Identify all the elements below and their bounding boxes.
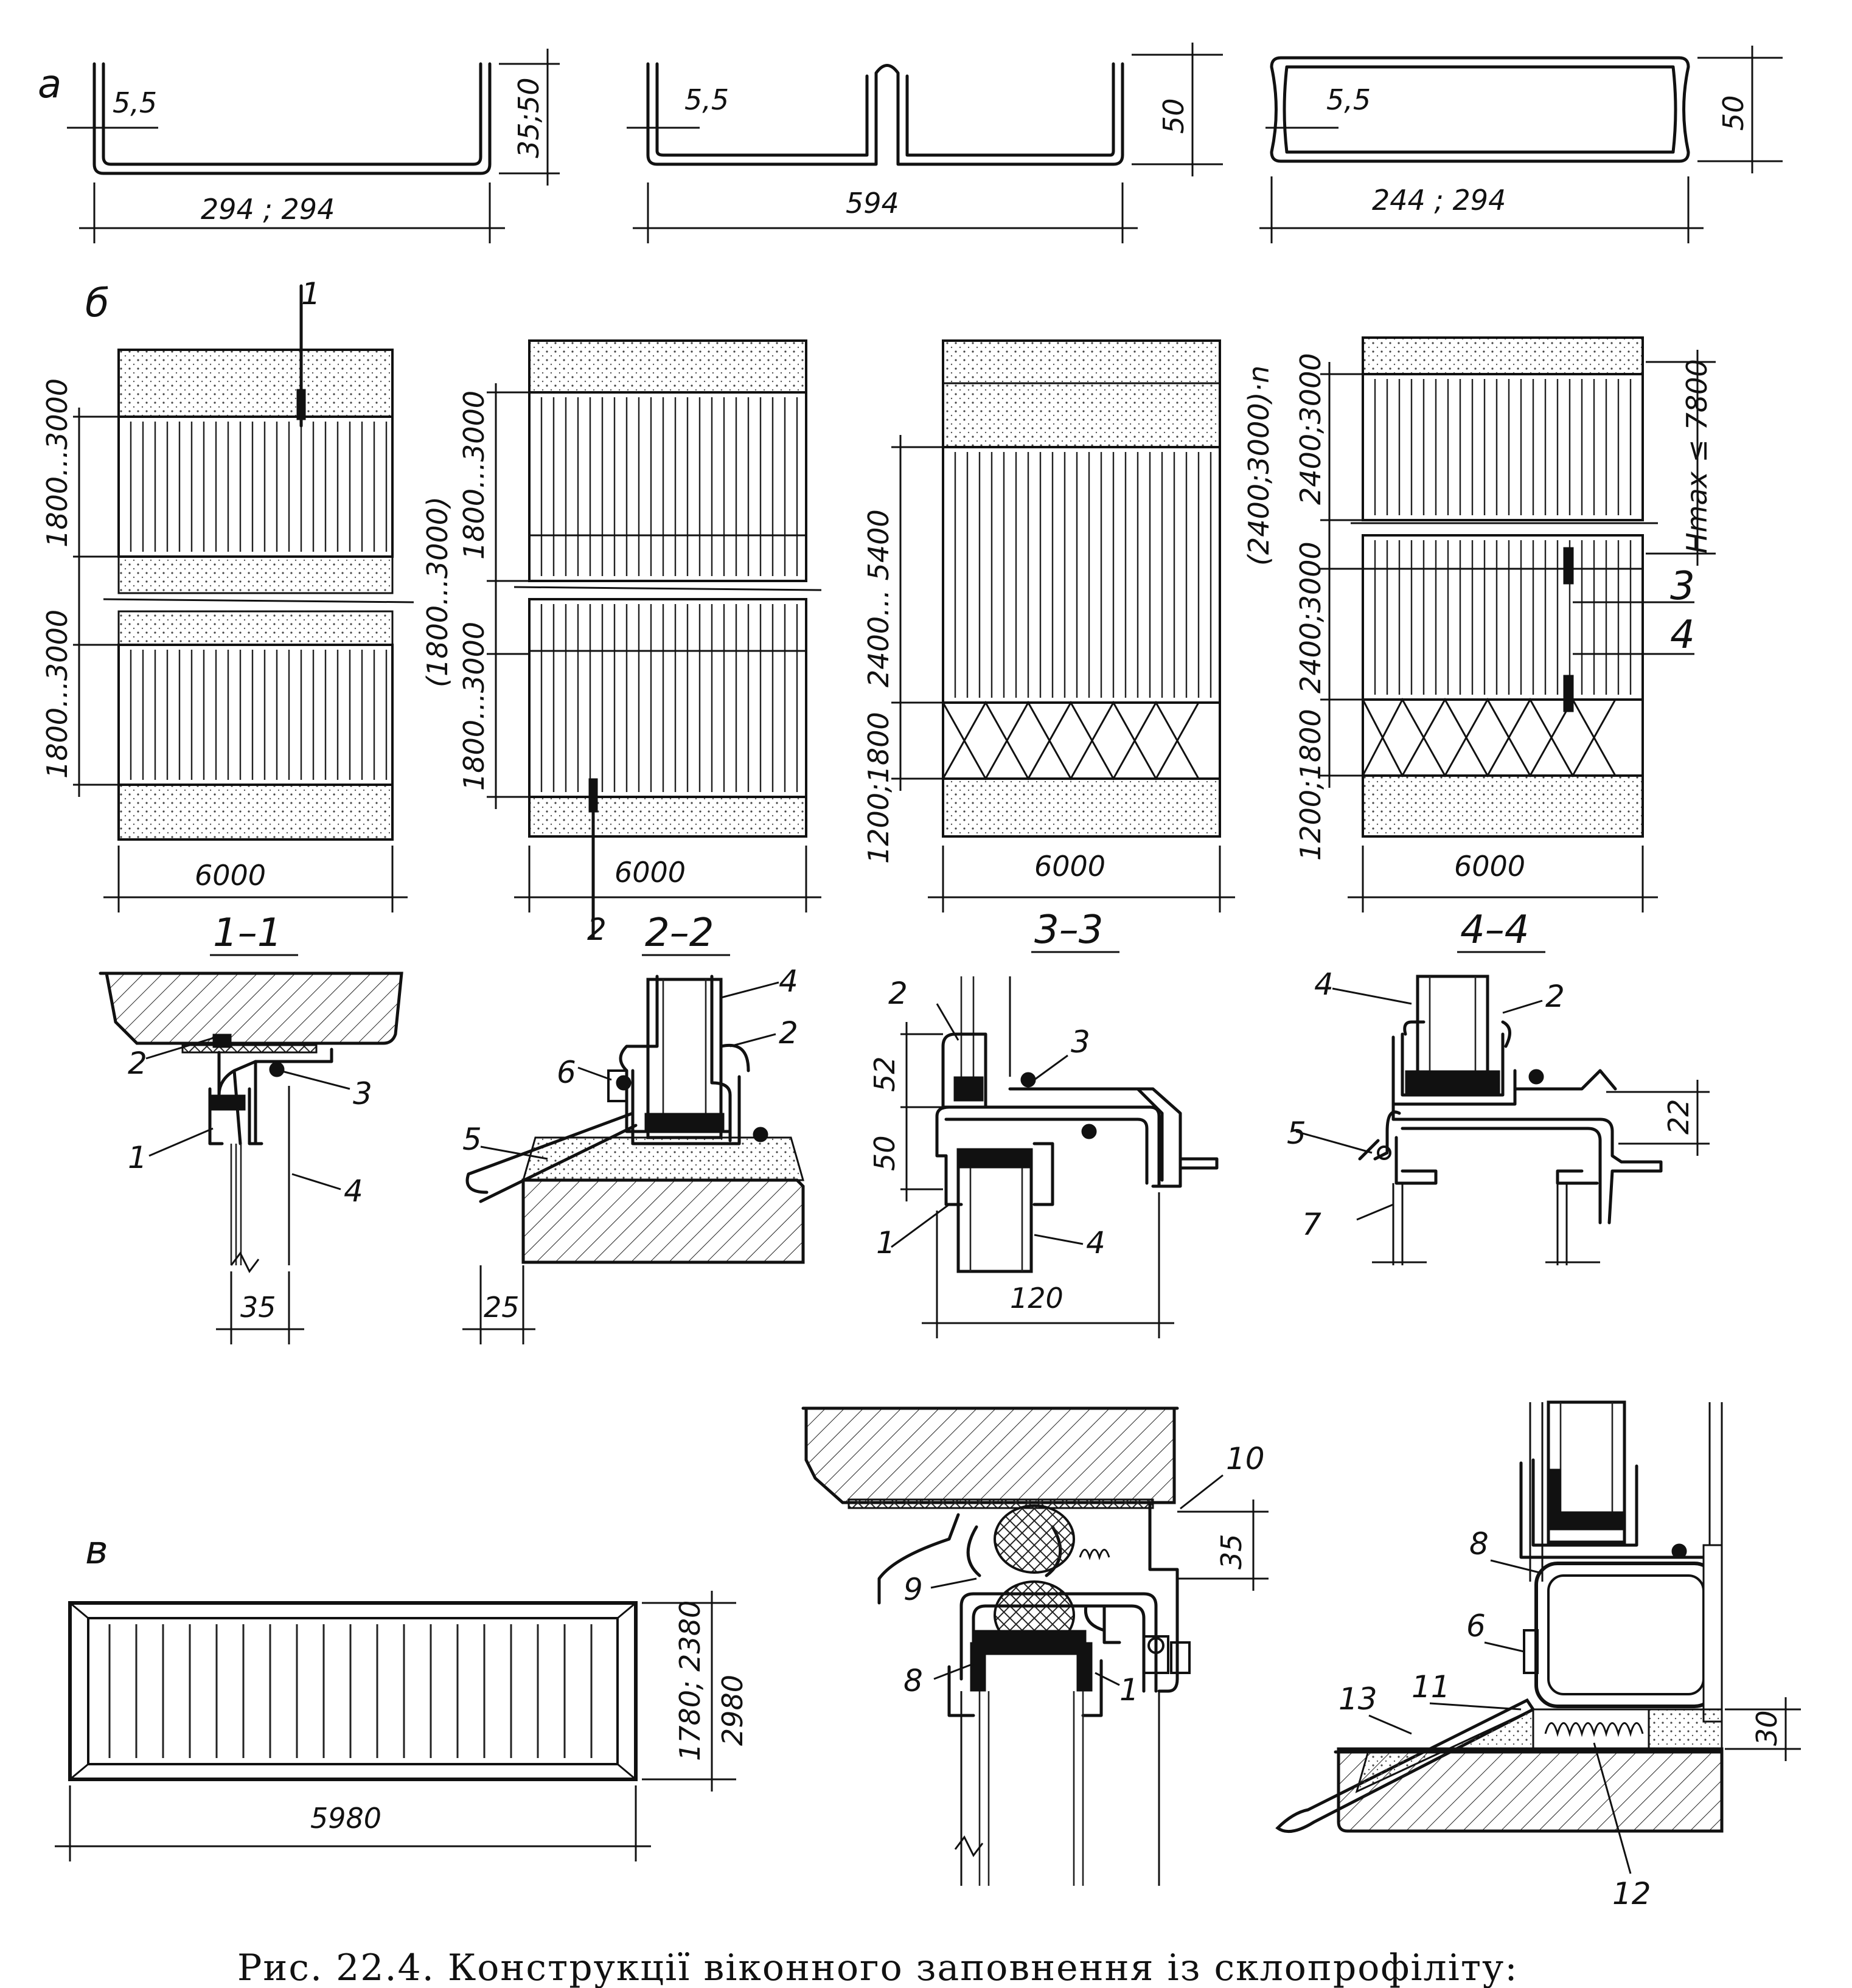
elev4-cut-3: 3 <box>1670 564 1695 609</box>
elev4-tier-lower: 2400;3000 <box>1294 541 1327 693</box>
profile-channel: 5,5 294 ; 294 35;50 <box>67 49 560 243</box>
ribbed-thickness: 5,5 <box>684 83 729 116</box>
detail-bottom-callout-8: 8 <box>1469 1526 1489 1562</box>
elev3-base: 1200;1800 <box>862 712 895 864</box>
elev2-tier-upper: 1800...3000 <box>458 391 490 560</box>
detail-bottom-callout-6: 6 <box>1466 1608 1486 1644</box>
section-2-2: 2–2 6 4 2 5 25 <box>462 911 805 1344</box>
channel-height: 35;50 <box>512 77 545 158</box>
s11-dim: 35 <box>240 1291 276 1324</box>
channel-thickness: 5,5 <box>113 86 157 119</box>
s11-callout-1: 1 <box>128 1140 147 1175</box>
detail-bottom-callout-13: 13 <box>1339 1681 1377 1717</box>
panel-v-height-a: 1780; 2380 <box>674 1600 706 1761</box>
s33-callout-4: 4 <box>1086 1225 1105 1260</box>
detail-top-callout-8: 8 <box>903 1663 923 1698</box>
box-width: 244 ; 294 <box>1372 184 1506 217</box>
section-4-4: 4–4 22 <box>1287 908 1710 1265</box>
elev2-width: 6000 <box>614 856 686 889</box>
s22-callout-4: 4 <box>779 964 798 999</box>
s22-dim: 25 <box>484 1291 520 1324</box>
elevation-1: 1 1800...3000 1800...3000 6000 <box>41 276 414 912</box>
section-2-2-title: 2–2 <box>645 911 714 956</box>
detail-bottom-dim: 30 <box>1750 1710 1783 1746</box>
glass-ribs <box>954 452 1212 698</box>
elevation-3: 2400... 5400 1200;1800 6000 <box>862 339 1235 912</box>
elev1-width: 6000 <box>195 859 266 892</box>
elev1-tier-lower: 1800...3000 <box>41 610 74 779</box>
detail-top-dim: 35 <box>1215 1534 1248 1569</box>
detail-top-callout-10: 10 <box>1226 1441 1265 1476</box>
s11-callout-2: 2 <box>128 1046 147 1081</box>
s11-callout-4: 4 <box>344 1173 363 1209</box>
figure-caption: Рис. 22.4. Конструкції віконного заповне… <box>237 1947 1519 1988</box>
s33-dim-top: 52 <box>868 1056 901 1092</box>
panel-label-v: в <box>85 1528 108 1573</box>
elev4-hmax: Hmax ≤ 7800 <box>1680 359 1713 554</box>
elev3-glazing: 2400... 5400 <box>862 509 895 687</box>
panel-v-height-b: 2980 <box>716 1675 749 1746</box>
elev4-tier-upper: 2400;3000 <box>1294 353 1327 505</box>
box-thickness: 5,5 <box>1326 83 1371 116</box>
s33-dim-mid: 50 <box>868 1135 901 1171</box>
glass-ribs <box>1374 540 1632 695</box>
detail-top-callout-9: 9 <box>903 1572 923 1607</box>
detail-bottom-callout-11: 11 <box>1412 1669 1450 1705</box>
s44-callout-7: 7 <box>1302 1207 1321 1242</box>
s22-callout-6: 6 <box>557 1055 576 1090</box>
s11-callout-3: 3 <box>353 1076 372 1111</box>
panel-v-width: 5980 <box>310 1802 381 1835</box>
elev4-base: 1200;1800 <box>1294 709 1327 861</box>
s33-callout-2: 2 <box>888 976 908 1011</box>
section-4-4-title: 4–4 <box>1460 908 1529 953</box>
elevation-2: 2 1800...3000 1800...3000 (1800...3000) … <box>421 339 822 947</box>
section-3-3-title: 3–3 <box>1034 908 1103 953</box>
ribbed-width: 594 <box>846 187 899 220</box>
elev2-cut-label: 2 <box>587 912 607 947</box>
s33-callout-3: 3 <box>1071 1024 1090 1060</box>
elev1-tier-upper: 1800...3000 <box>41 378 74 547</box>
glass-ribs <box>540 604 798 792</box>
glass-ribs <box>130 650 388 780</box>
elev3-width: 6000 <box>1034 850 1105 883</box>
panel-v-ribs <box>108 1624 593 1758</box>
sections-row: 1–1 2 1 3 4 35 <box>99 908 1710 1344</box>
elev4-repeat: (2400;3000)·n <box>1242 366 1275 566</box>
detail-top-joint: 35 10 9 8 1 <box>801 1406 1269 1886</box>
glass-ribs <box>130 422 388 552</box>
channel-width: 294 ; 294 <box>201 193 335 226</box>
s33-dim-width: 120 <box>1010 1282 1064 1315</box>
panel-label-b: б <box>85 281 109 326</box>
elev1-cut-label: 1 <box>301 276 321 311</box>
s44-callout-4: 4 <box>1314 967 1334 1002</box>
s44-dim: 22 <box>1662 1099 1695 1135</box>
s33-callout-1: 1 <box>876 1225 896 1260</box>
profiles-row: а 5,5 294 ; 294 35;50 5,5 594 <box>38 43 1783 243</box>
s22-callout-5: 5 <box>462 1122 482 1157</box>
profile-ribbed: 5,5 594 50 <box>627 43 1223 243</box>
detail-bottom-joint: 30 8 6 11 13 12 <box>1275 1400 1801 1911</box>
glass-ribs <box>540 397 798 576</box>
elevation-4: 3 4 2400;3000 (2400;3000)·n 2400;3000 12… <box>1242 336 1716 912</box>
section-3-3: 3–3 52 50 120 <box>868 908 1219 1338</box>
elev4-cut-4: 4 <box>1670 613 1695 658</box>
ribbed-height: 50 <box>1157 98 1190 134</box>
box-height: 50 <box>1717 95 1750 131</box>
profile-box: 5,5 244 ; 294 50 <box>1259 46 1783 243</box>
s44-callout-2: 2 <box>1545 979 1565 1014</box>
detail-top-callout-1: 1 <box>1119 1672 1139 1708</box>
section-1-1: 1–1 2 1 3 4 35 <box>99 911 403 1344</box>
elev4-width: 6000 <box>1454 850 1525 883</box>
s22-callout-2: 2 <box>779 1015 798 1051</box>
panel-v: в 5980 1780; 2380 2980 <box>55 1528 749 1861</box>
elev2-tier-lower: 1800...3000 <box>458 622 490 791</box>
detail-bottom-callout-12: 12 <box>1612 1876 1651 1911</box>
panel-label-a: а <box>38 62 61 107</box>
section-1-1-title: 1–1 <box>213 911 282 956</box>
s44-callout-5: 5 <box>1287 1116 1306 1151</box>
elevations-row: б 1 1800...3000 1800...3000 6000 <box>41 276 1716 947</box>
glass-ribs <box>1374 379 1632 515</box>
elev2-repeat: (1800...3000) <box>421 496 454 687</box>
